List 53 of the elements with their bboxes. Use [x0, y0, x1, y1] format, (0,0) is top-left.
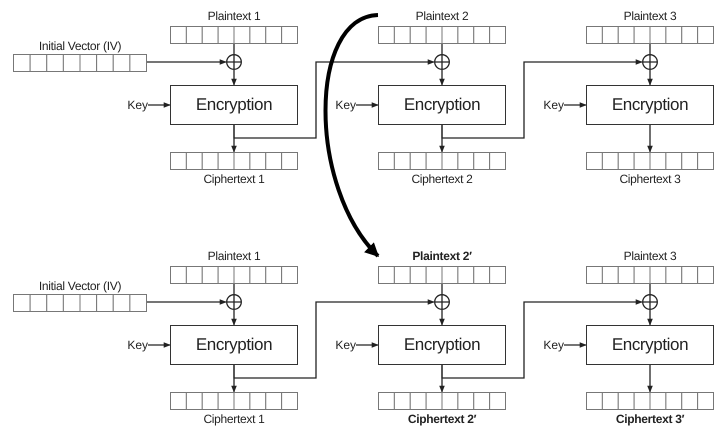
connector-line: [441, 44, 443, 54]
key-label: Key: [122, 337, 148, 353]
register-label: Plaintext 1: [206, 8, 262, 24]
arrow: [439, 70, 445, 86]
arrow: [441, 299, 643, 379]
arrow: [647, 365, 653, 393]
connector-line: [649, 44, 651, 54]
arrow: [647, 70, 653, 86]
register-label: Ciphertext 1: [202, 171, 266, 187]
encryption-block: Encryption: [378, 85, 506, 125]
register-label: Ciphertext 2: [410, 171, 474, 187]
arrow: [233, 59, 435, 139]
encryption-block: Encryption: [170, 325, 298, 365]
arrow: [148, 342, 171, 348]
register-label: Plaintext 1: [206, 248, 262, 264]
curved-arrow: [324, 13, 380, 258]
encryption-block: Encryption: [586, 85, 714, 125]
arrow: [439, 310, 445, 326]
arrow: [148, 102, 171, 108]
register-label: Plaintext 3: [622, 8, 678, 24]
register-label: Plaintext 2′: [411, 248, 473, 264]
encryption-block: Encryption: [378, 325, 506, 365]
arrow: [231, 310, 237, 326]
encryption-block: Encryption: [170, 85, 298, 125]
connector-line: [233, 44, 235, 54]
arrow: [647, 310, 653, 326]
arrow: [564, 342, 587, 348]
key-label: Key: [538, 97, 564, 113]
key-label: Key: [330, 337, 356, 353]
arrow: [147, 299, 227, 305]
arrow: [441, 59, 643, 139]
register-label: Initial Vector (IV): [38, 38, 122, 54]
connector-line: [233, 284, 235, 294]
arrow: [356, 102, 379, 108]
arrow: [231, 70, 237, 86]
arrow: [147, 59, 227, 65]
arrow: [356, 342, 379, 348]
arrow: [647, 125, 653, 153]
arrow: [233, 299, 435, 379]
register-label: Plaintext 2: [414, 8, 470, 24]
connector-line: [441, 284, 443, 294]
register-label: Ciphertext 2′: [406, 411, 478, 427]
arrow: [564, 102, 587, 108]
key-label: Key: [330, 97, 356, 113]
key-label: Key: [538, 337, 564, 353]
register-label: Plaintext 3: [622, 248, 678, 264]
encryption-block: Encryption: [586, 325, 714, 365]
register-label: Ciphertext 3: [618, 171, 682, 187]
connector-line: [649, 284, 651, 294]
key-label: Key: [122, 97, 148, 113]
register-label: Ciphertext 1: [202, 411, 266, 427]
register-label: Initial Vector (IV): [38, 278, 122, 294]
register-label: Ciphertext 3′: [614, 411, 686, 427]
